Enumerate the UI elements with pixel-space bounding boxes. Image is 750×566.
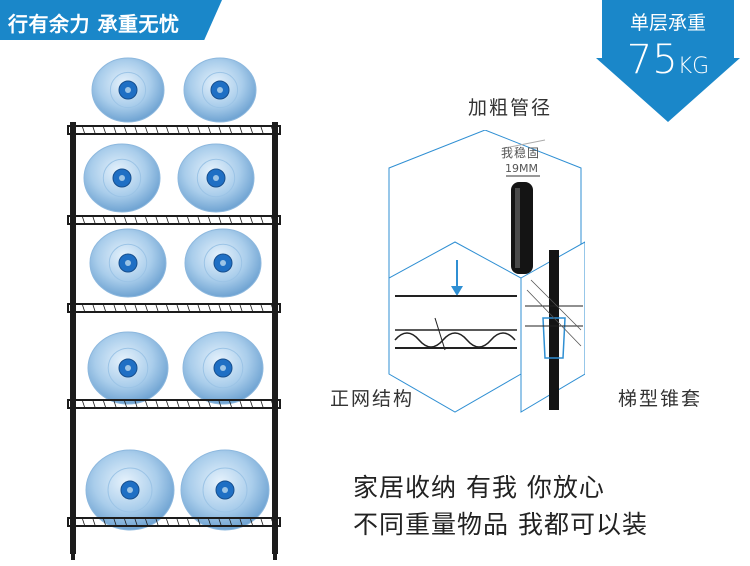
- net-structure-hexagon: [388, 241, 522, 413]
- thick-tube-label: 加粗管径: [468, 97, 553, 119]
- strong-caption: 我稳固: [501, 146, 541, 160]
- tube-size-caption: 19MM: [505, 162, 538, 175]
- water-bottle-icon: [91, 57, 165, 123]
- feature-diagram: [388, 130, 585, 413]
- water-bottle-icon: [85, 449, 175, 531]
- cone-sleeve-label: 梯型锥套: [618, 388, 703, 410]
- cone-sleeve-hexagon: [520, 241, 585, 413]
- load-capacity-title: 单层承重: [629, 12, 706, 34]
- load-capacity-badge: [596, 0, 740, 122]
- tagline-line-1: 家居收纳 有我 你放心: [353, 473, 605, 502]
- water-bottle-icon: [180, 449, 270, 531]
- water-bottle-icon: [184, 228, 262, 298]
- water-bottle-icon: [183, 57, 257, 123]
- water-bottle-icon: [83, 143, 161, 213]
- tagline-line-2: 不同重量物品 我都可以装: [353, 510, 648, 539]
- water-bottle-icon: [87, 331, 169, 405]
- net-structure-label: 正网结构: [330, 388, 415, 410]
- load-capacity-value: 75KG: [596, 38, 740, 89]
- water-bottle-rack-illustration: [67, 57, 281, 560]
- banner-title: 行有余力 承重无忧: [8, 12, 180, 36]
- water-bottle-icon: [182, 331, 264, 405]
- load-value-number: 75: [626, 37, 678, 83]
- top-left-banner: [0, 0, 222, 40]
- water-bottle-icon: [89, 228, 167, 298]
- water-bottle-icon: [177, 143, 255, 213]
- load-value-unit: KG: [677, 54, 710, 79]
